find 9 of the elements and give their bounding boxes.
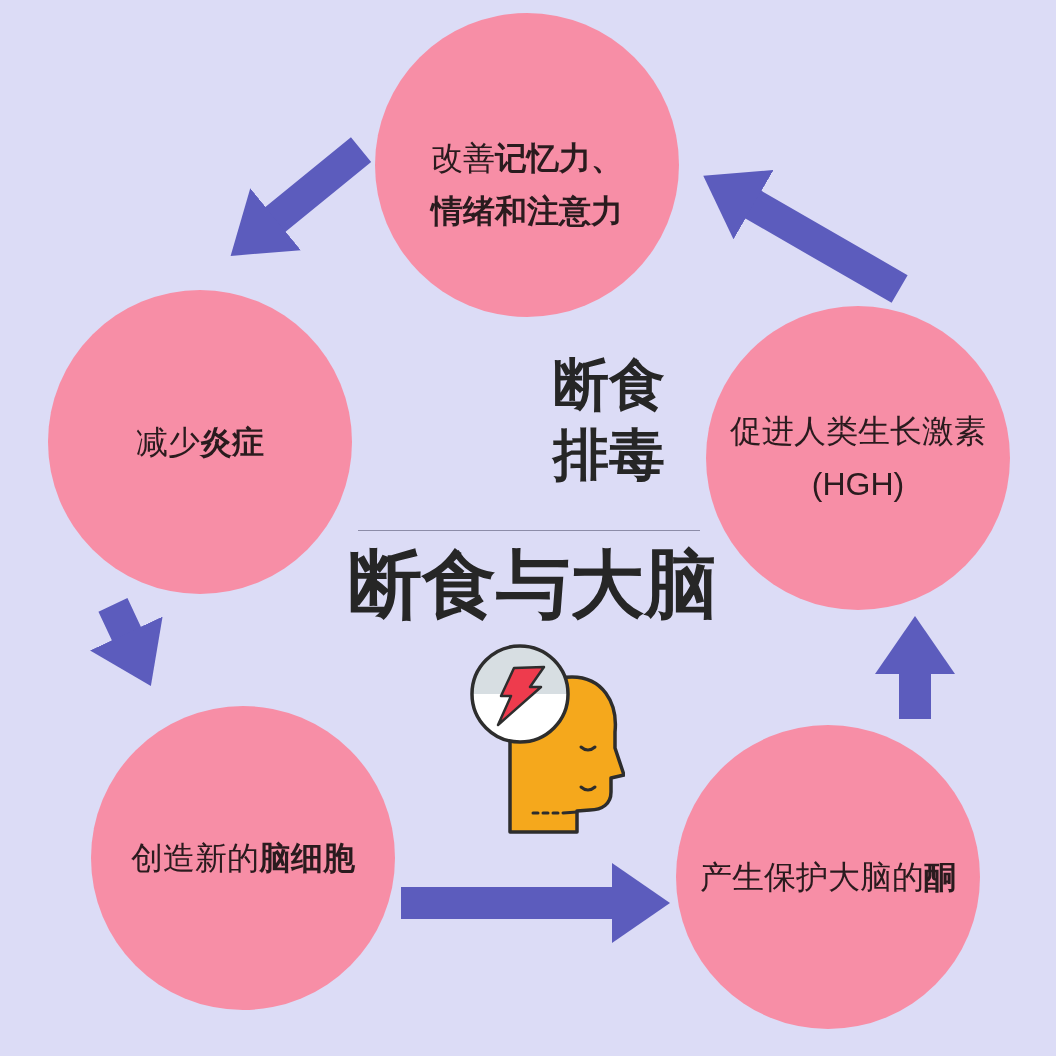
step-text: 改善记忆力、情绪和注意力	[429, 139, 624, 231]
arrow	[875, 616, 955, 719]
step-text: 产生保护大脑的酮	[699, 857, 957, 897]
title: 断食与大脑	[347, 548, 719, 622]
step-text: 创造新的脑细胞	[130, 838, 356, 878]
subtitle-text: 断食排毒	[553, 352, 666, 488]
step-text: 促进人类生长激素 (HGH)	[729, 412, 987, 504]
step-text: 减少炎症	[135, 422, 265, 462]
arrow	[401, 863, 670, 943]
